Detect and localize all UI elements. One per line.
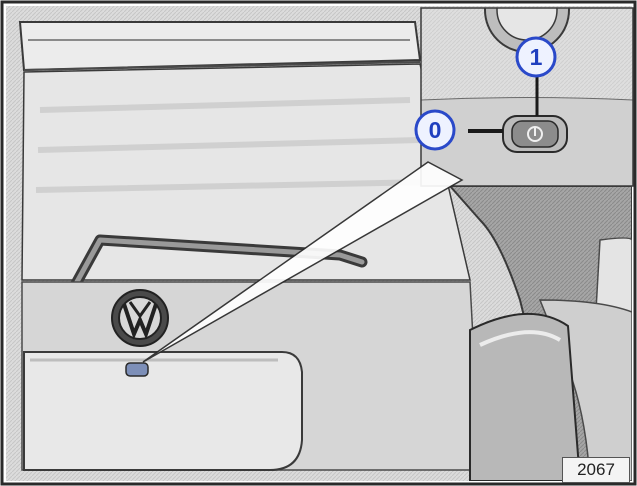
figure-number: 2067	[562, 457, 630, 483]
rear-switch-icon	[126, 363, 148, 376]
tail-light	[470, 314, 580, 481]
brand-emblem-icon	[112, 290, 168, 346]
detail-inset	[421, 0, 633, 186]
callout-1-label: 1	[519, 40, 553, 74]
handle-recess	[24, 352, 302, 470]
callout-0-label: 0	[418, 113, 452, 147]
